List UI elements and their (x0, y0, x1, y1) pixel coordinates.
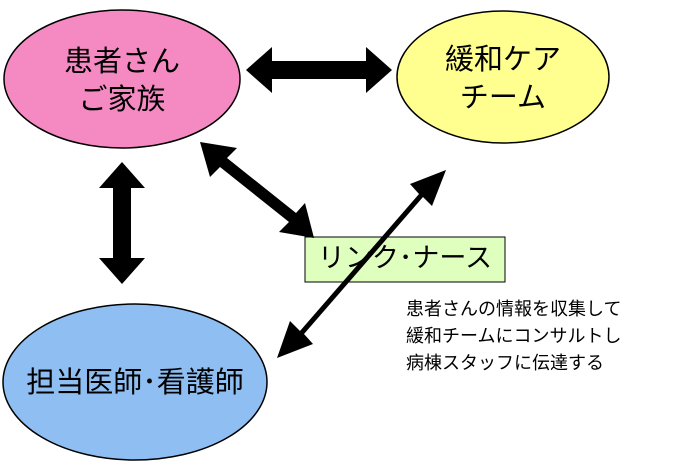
note-line-1: 患者さんの情報を収集して (406, 299, 622, 320)
link-nurse-text: リンク･ナース (317, 243, 493, 274)
note-line-3: 病棟スタッフに伝達する (406, 353, 604, 374)
palliative-care-team-line1: 緩和ケア (444, 42, 561, 76)
physician-nurse-ellipse (2, 303, 268, 461)
palliative-care-team-ellipse (396, 10, 610, 144)
role-description-note: 患者さんの情報を収集して 緩和チームにコンサルトし 病棟スタッフに伝達する (406, 296, 621, 377)
link-nurse-box (304, 236, 506, 283)
arrow-physician-palliative (277, 170, 446, 358)
note-line-2: 緩和チームにコンサルトし (406, 326, 622, 347)
arrow-patient-palliative (246, 47, 392, 93)
arrow-patient-link (200, 142, 314, 238)
patient-family-line1: 患者さん (63, 44, 180, 78)
arrows-group (99, 47, 446, 358)
patient-family-label: 患者さん ご家族 (32, 42, 212, 118)
palliative-care-team-label: 緩和ケア チーム (413, 40, 593, 116)
patient-family-ellipse (3, 9, 241, 149)
arrow-patient-physician (99, 162, 145, 284)
link-nurse-label: リンク･ナース (305, 240, 505, 278)
palliative-care-team-line2: チーム (459, 80, 547, 114)
physician-nurse-text: 担当医師･看護師 (26, 365, 244, 399)
patient-family-line2: ご家族 (78, 82, 166, 116)
physician-nurse-label: 担当医師･看護師 (10, 363, 260, 401)
